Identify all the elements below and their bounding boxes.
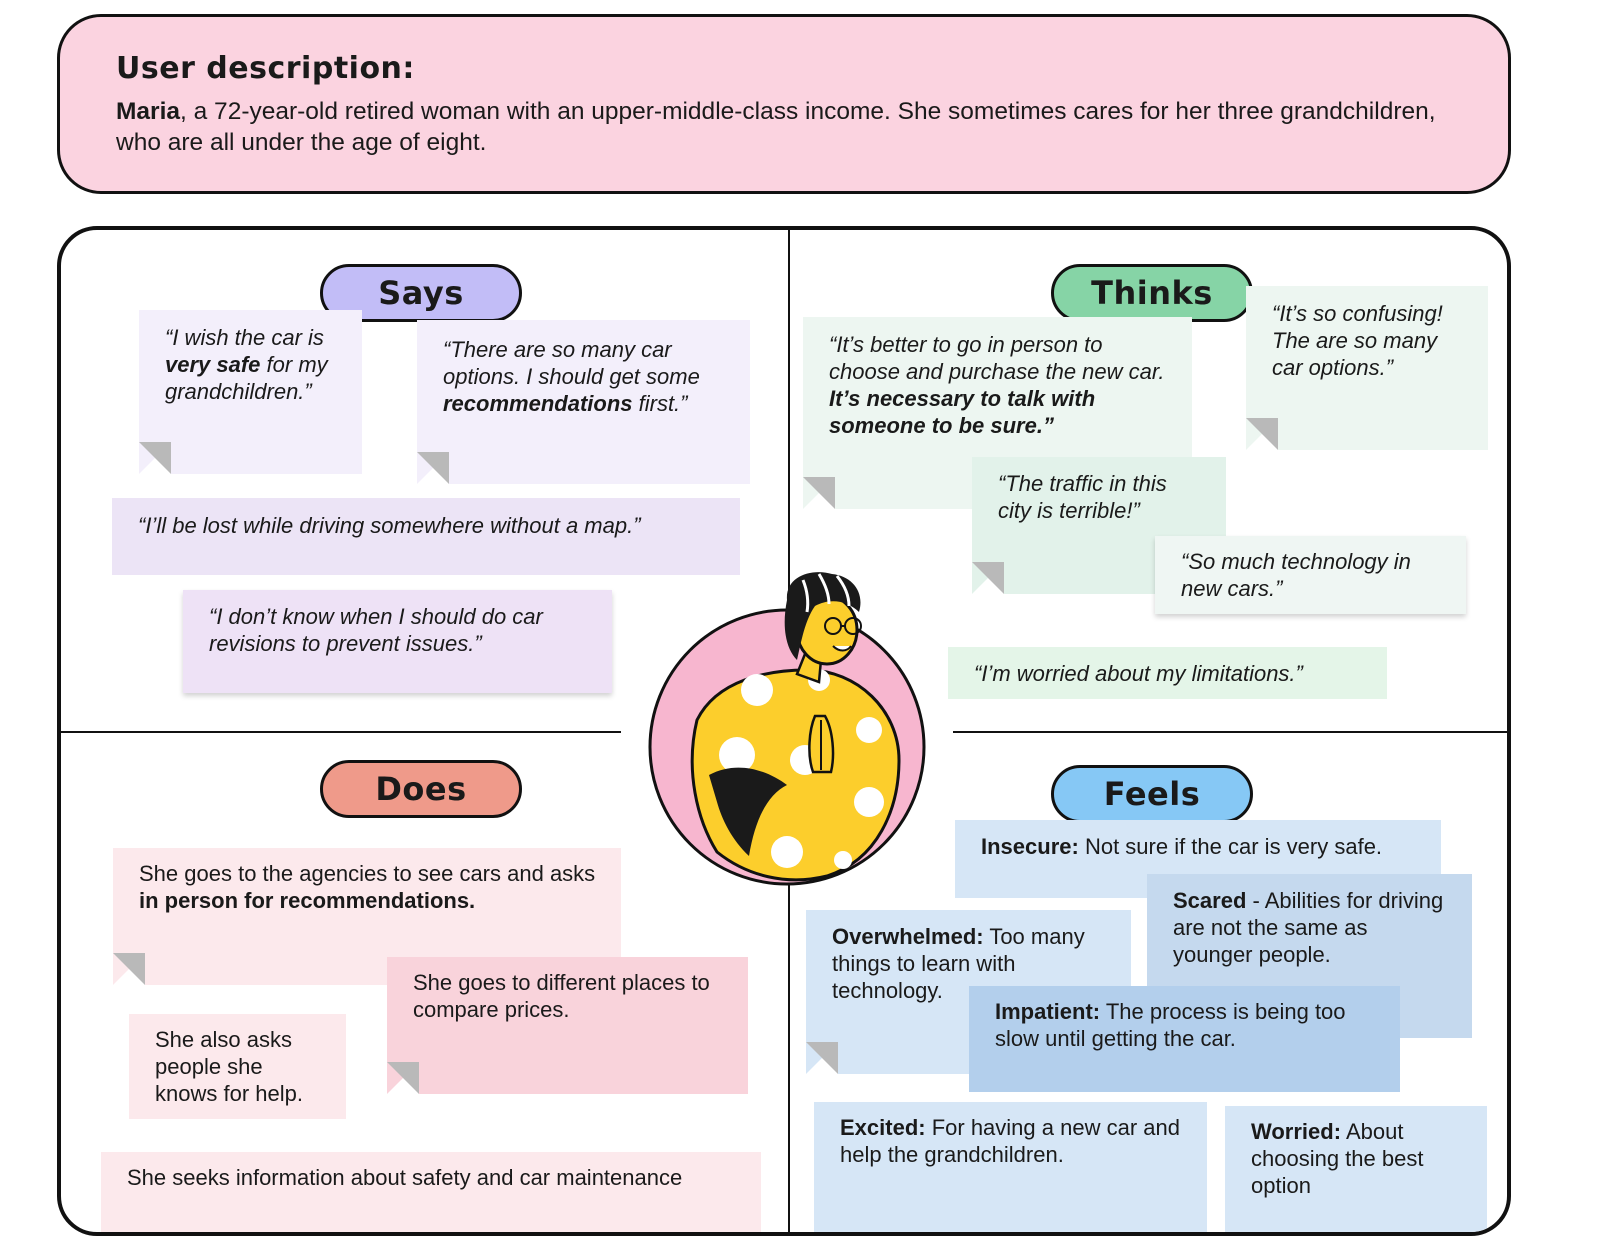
user-description-title: User description: [116, 51, 415, 86]
page-curl-icon [139, 442, 171, 474]
persona-avatar [648, 572, 926, 886]
page-curl-icon [806, 1042, 838, 1074]
horizontal-divider-right [953, 731, 1507, 733]
user-description-card: User description: Maria, a 72-year-old r… [57, 14, 1511, 194]
says-note: “I wish the car is very safe for my gran… [139, 310, 362, 474]
feels-note: Excited: For having a new car and help t… [814, 1102, 1207, 1232]
page-curl-icon [803, 477, 835, 509]
page-curl-icon [417, 452, 449, 484]
thinks-note: “It’s so confusing! The are so many car … [1246, 286, 1488, 450]
feels-note: Impatient: The process is being too slow… [969, 986, 1400, 1092]
does-label: Does [320, 760, 522, 818]
page-curl-icon [972, 562, 1004, 594]
thinks-label: Thinks [1051, 264, 1253, 322]
says-note: “There are so many car options. I should… [417, 320, 750, 484]
does-note: She goes to different places to compare … [387, 957, 748, 1094]
user-description-text: Maria, a 72-year-old retired woman with … [116, 96, 1450, 158]
feels-note: Worried: About choosing the best option [1225, 1106, 1487, 1232]
thinks-note: “So much technology in new cars.” [1155, 536, 1466, 614]
empathy-map-board: Says “I wish the car is very safe for my… [57, 226, 1511, 1236]
user-name: Maria [116, 98, 181, 125]
does-note: She also asks people she knows for help. [129, 1014, 346, 1119]
page-curl-icon [113, 953, 145, 985]
page-curl-icon [387, 1062, 419, 1094]
page-curl-icon [1246, 418, 1278, 450]
says-note: “I don’t know when I should do car revis… [183, 590, 612, 693]
horizontal-divider-left [61, 731, 621, 733]
does-note: She seeks information about safety and c… [101, 1152, 761, 1232]
thinks-note: “I’m worried about my limitations.” [948, 647, 1387, 699]
thinks-note: “It’s better to go in person to choose a… [803, 317, 1192, 509]
feels-label: Feels [1051, 765, 1253, 823]
user-description-body: , a 72-year-old retired woman with an up… [116, 98, 1436, 156]
says-note: “I’ll be lost while driving somewhere wi… [112, 498, 740, 575]
